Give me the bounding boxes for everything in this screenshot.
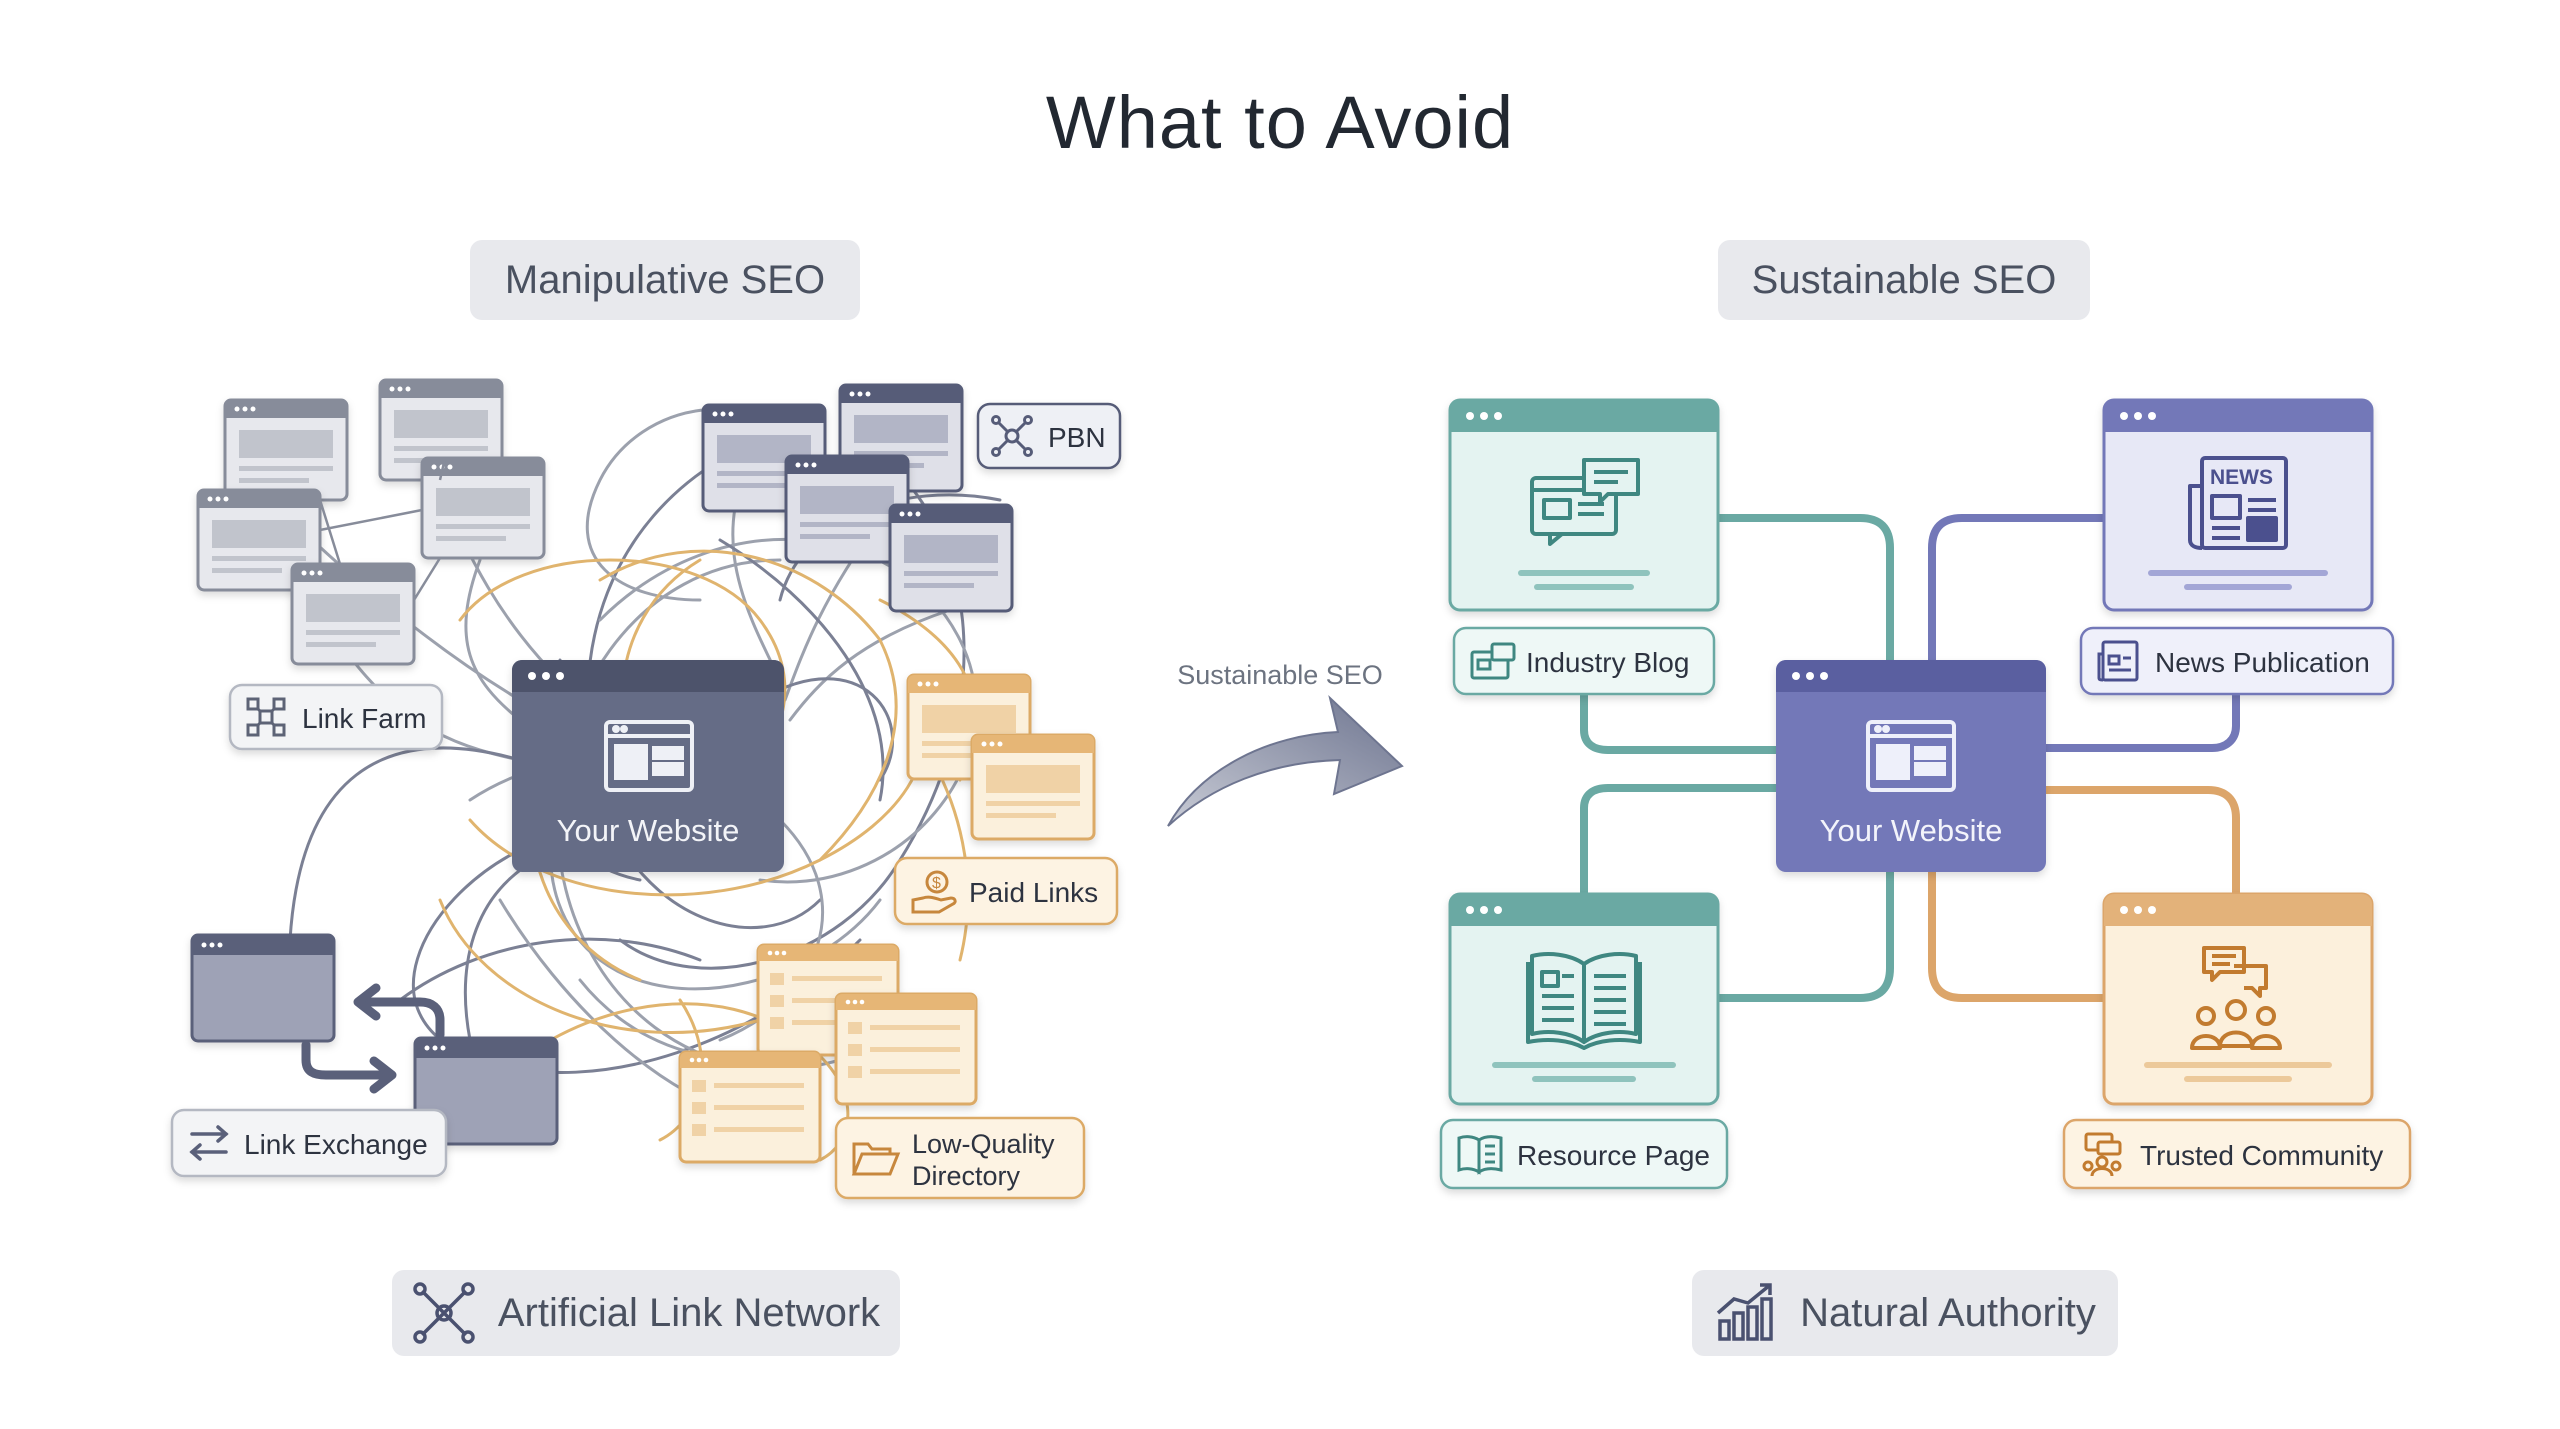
exchange-window-1 [190, 933, 336, 1043]
artificial-link-network-text: Artificial Link Network [497, 1290, 881, 1335]
pbn-window-3 [784, 454, 910, 564]
link-exchange-label: Link Exchange [244, 1129, 428, 1160]
link-farm-window-2 [378, 378, 504, 482]
directory-window-3 [678, 1050, 822, 1164]
link-farm-label: Link Farm [302, 703, 426, 734]
low-quality-label-line2: Directory [912, 1161, 1021, 1191]
link-farm-tag: Link Farm [228, 683, 444, 751]
newspaper-icon: NEWS [2188, 456, 2288, 550]
resource-page-label: Resource Page [1517, 1140, 1710, 1171]
link-farm-window-1 [223, 398, 349, 502]
right-connectors [1580, 514, 2240, 1002]
paid-links-tag: $ Paid Links [893, 856, 1119, 926]
natural-authority-text: Natural Authority [1800, 1290, 2096, 1335]
news-tag-icon [2097, 640, 2139, 682]
transition-arrow [1167, 694, 1404, 827]
page-title: What to Avoid [1045, 81, 1515, 164]
paid-window-2 [970, 733, 1096, 841]
link-farm-window-3 [196, 488, 322, 592]
website-icon [604, 720, 694, 792]
resource-page-window [1448, 892, 1720, 1106]
right-your-website-node: Your Website [1776, 660, 2046, 872]
community-tag-icon [2082, 1132, 2122, 1177]
news-publication-tag: News Publication [2079, 626, 2395, 696]
exchange-arrows [301, 983, 445, 1094]
industry-blog-label: Industry Blog [1526, 647, 1689, 678]
low-quality-directory-tag: Low-Quality Directory [834, 1116, 1086, 1200]
link-farm-icon [246, 697, 286, 737]
paid-links-icon: $ [911, 870, 957, 914]
svg-text:$: $ [932, 875, 941, 892]
folder-icon [851, 1142, 901, 1176]
low-quality-label-line1: Low-Quality [912, 1129, 1055, 1159]
transition-label: Sustainable SEO [1177, 660, 1383, 690]
network-icon [413, 1282, 475, 1344]
news-publication-window: NEWS [2102, 398, 2374, 612]
paid-links-label: Paid Links [969, 877, 1098, 908]
pbn-window-4 [888, 503, 1014, 613]
industry-blog-window [1448, 398, 1720, 612]
natural-authority-footer: Natural Authority [1692, 1270, 2118, 1356]
industry-blog-tag: Industry Blog [1452, 626, 1716, 696]
community-icon [2190, 946, 2282, 1050]
sustainable-seo-heading: Sustainable SEO [1718, 240, 2090, 320]
trusted-community-window [2102, 892, 2374, 1106]
blog-icon [1530, 458, 1640, 546]
book-icon [1526, 952, 1642, 1050]
pbn-tag: PBN [976, 402, 1122, 470]
link-farm-window-5 [290, 562, 416, 666]
link-farm-window-4 [420, 456, 546, 560]
sustainable-seo-heading-text: Sustainable SEO [1751, 257, 2057, 302]
news-publication-label: News Publication [2155, 647, 2370, 678]
left-your-website-node: Your Website [512, 660, 784, 872]
right-your-website-label: Your Website [1820, 813, 2003, 848]
exchange-window-2 [413, 1036, 559, 1146]
directory-window-2 [834, 992, 978, 1106]
pbn-icon [991, 415, 1033, 457]
link-exchange-windows [190, 933, 559, 1146]
blog-tag-icon [1470, 642, 1516, 680]
link-exchange-icon [189, 1125, 229, 1161]
trusted-community-label: Trusted Community [2140, 1140, 2383, 1171]
left-your-website-label: Your Website [557, 813, 740, 848]
resource-tag-icon [1457, 1135, 1503, 1175]
artificial-link-network-footer: Artificial Link Network [392, 1270, 900, 1356]
link-exchange-tag: Link Exchange [170, 1108, 448, 1178]
chart-icon [1716, 1283, 1773, 1341]
directory-windows [678, 943, 978, 1164]
pbn-windows [701, 383, 1014, 613]
trusted-community-tag: Trusted Community [2062, 1118, 2412, 1190]
link-farm-windows [196, 378, 546, 666]
website-icon [1866, 720, 1956, 792]
news-icon-text: NEWS [2210, 466, 2273, 489]
paid-links-windows [906, 673, 1096, 841]
manipulative-seo-heading: Manipulative SEO [470, 240, 860, 320]
resource-page-tag: Resource Page [1439, 1118, 1729, 1190]
pbn-label: PBN [1048, 422, 1106, 453]
manipulative-seo-heading-text: Manipulative SEO [504, 257, 826, 302]
